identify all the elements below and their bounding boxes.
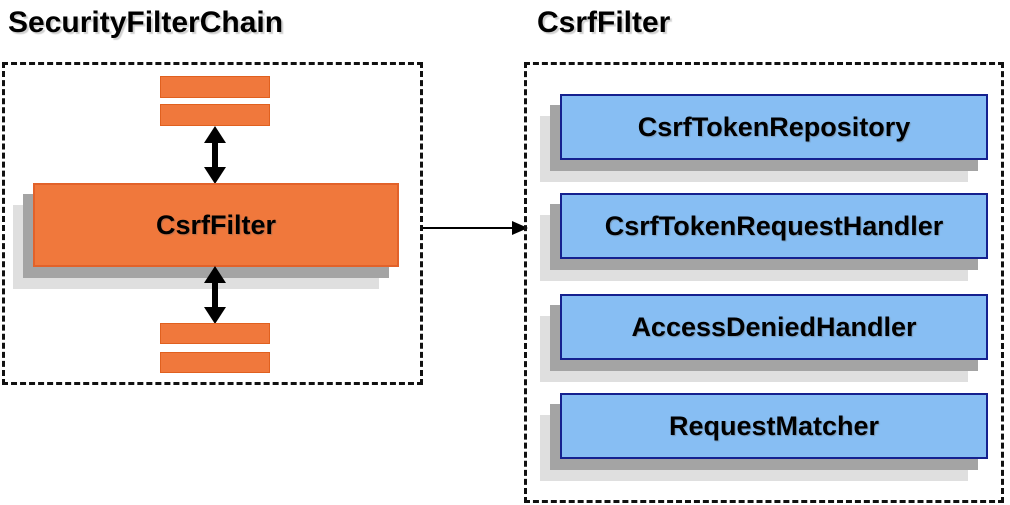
csrf-filter-title: CsrfFilter	[537, 6, 671, 39]
csrf-filter-box: CsrfFilter	[33, 183, 399, 267]
security-filter-chain-container	[2, 62, 423, 385]
request-matcher-box: RequestMatcher	[560, 393, 988, 459]
right-arrow-icon	[423, 221, 528, 235]
generic-filter-bar-3	[160, 323, 270, 344]
csrf-token-repository-box: CsrfTokenRepository	[560, 94, 988, 160]
generic-filter-bar-4	[160, 352, 270, 373]
generic-filter-bar-2	[160, 104, 270, 126]
double-arrow-bottom-icon	[204, 266, 226, 324]
access-denied-handler-box: AccessDeniedHandler	[560, 294, 988, 360]
generic-filter-bar-1	[160, 76, 270, 98]
double-arrow-top-icon	[204, 126, 226, 184]
security-filter-chain-title: SecurityFilterChain	[8, 6, 284, 39]
csrf-filter-components-container	[524, 62, 1004, 503]
csrf-token-request-handler-box: CsrfTokenRequestHandler	[560, 193, 988, 259]
